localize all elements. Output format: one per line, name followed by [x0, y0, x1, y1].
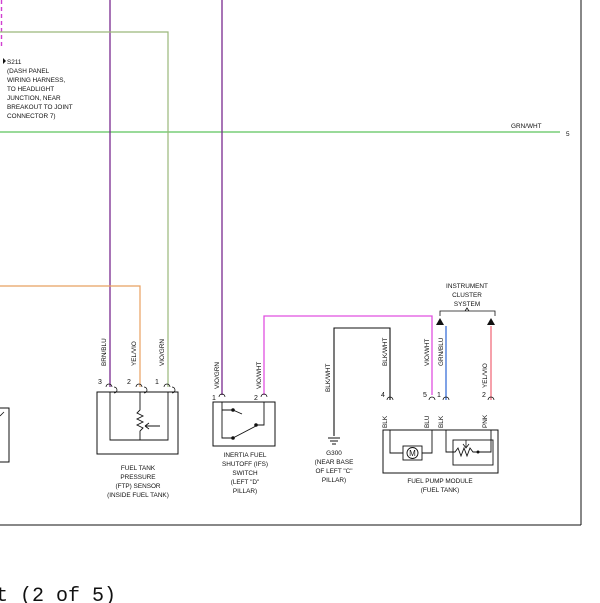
splice-desc-line-4: JUNCTION, NEAR — [7, 95, 61, 102]
ground-desc-line-3: PILLAR) — [322, 477, 346, 484]
ifs-pin-1: 1 — [212, 395, 216, 402]
pump-pin-5: 5 — [423, 392, 427, 399]
fuel-pump-module-box — [382, 429, 499, 474]
ifs-switch-box — [212, 401, 276, 447]
ftp-wire-label-3: VIO/GRN — [159, 339, 166, 366]
wire-vio-wht-ifs-pump — [263, 315, 433, 395]
ftp-sensor-box — [96, 391, 179, 455]
ifs-connector-pins — [218, 393, 268, 398]
offpage-wire-label: GRN/WHT — [511, 123, 542, 130]
pump-wire-label-2: VIO/WHT — [424, 339, 431, 366]
pump-conn-color-3: BLK — [438, 415, 445, 428]
splice-s211-marker — [3, 58, 6, 64]
pump-name-line-1: FUEL PUMP MODULE — [407, 478, 472, 485]
ftp-pin-3: 3 — [98, 379, 102, 386]
ftp-name-line-1: FUEL TANK — [121, 465, 156, 472]
ftp-pin-2: 2 — [127, 379, 131, 386]
splice-desc-line-5: BREAKOUT TO JOINT — [7, 104, 73, 111]
fuel-sender-wiper-icon — [462, 440, 470, 449]
cluster-line-1: INSTRUMENT — [446, 283, 488, 290]
wire-vio-grn-ftp — [0, 31, 169, 387]
splice-desc-line-6: CONNECTOR 7) — [7, 113, 56, 120]
cluster-line-3: SYSTEM — [454, 301, 480, 308]
left-component-pin-fragment — [0, 411, 5, 417]
pump-motor-icon — [406, 447, 419, 459]
ftp-sensor-internal-wiring — [109, 392, 169, 441]
pump-motor-box — [402, 445, 423, 461]
ftp-wire-label-2: YEL/VIO — [131, 341, 138, 366]
ftp-name-line-3: (FTP) SENSOR — [115, 483, 160, 490]
ftp-resistor-icon — [135, 392, 145, 440]
pump-conn-color-4: PNK — [482, 414, 489, 428]
cluster-bracket — [439, 307, 496, 316]
ftp-connector-pin-2 — [135, 383, 148, 394]
ground-wire-label: BLK/WHT — [325, 363, 332, 392]
fuel-sender-box — [452, 439, 494, 466]
ftp-pin-1: 1 — [155, 379, 159, 386]
splice-desc-line-3: TO HEADLIGHT — [7, 86, 54, 93]
ifs-name-line-1: INERTIA FUEL — [224, 452, 267, 459]
pump-wire-label-3: GRN/BLU — [438, 337, 445, 366]
pump-wire-label-1: BLK/WHT — [382, 337, 389, 366]
pump-motor-wiring — [389, 430, 433, 454]
ground-desc-line-2: OF LEFT "C" — [315, 468, 352, 475]
left-component-box-fragment — [0, 407, 10, 463]
ifs-switch-blade — [232, 425, 257, 439]
ifs-wire-label-2: VIO/WHT — [256, 362, 263, 389]
wire-yel-vio-ftp — [0, 285, 141, 387]
pump-pin-2: 2 — [482, 392, 486, 399]
cluster-line-2: CLUSTER — [452, 292, 482, 299]
pump-wire-label-4: YEL/VIO — [482, 363, 489, 388]
pump-motor-label: M — [409, 449, 416, 458]
ground-desc-line-1: (NEAR BASE — [315, 459, 354, 466]
ftp-name-line-2: PRESSURE — [120, 474, 155, 481]
offpage-ref: 5 — [566, 131, 570, 138]
ftp-wiper-arrow-icon — [144, 422, 160, 430]
splice-id: S211 — [7, 59, 22, 66]
pump-conn-color-2: BLU — [424, 415, 431, 428]
ifs-name-line-5: PILLAR) — [233, 488, 257, 495]
splice-desc-line-1: (DASH PANEL — [7, 68, 50, 75]
ifs-switch-internal-wiring — [221, 402, 265, 439]
ftp-connector-pin-1 — [163, 383, 176, 394]
ifs-name-line-3: SWITCH — [232, 470, 258, 477]
pump-name-line-2: (FUEL TANK) — [421, 487, 460, 494]
ground-symbol-icon — [328, 437, 340, 445]
fuel-sender-node — [476, 450, 480, 454]
ifs-switch-blade-2 — [232, 409, 243, 415]
ftp-connector-pin-3 — [105, 383, 118, 394]
ifs-pin-2: 2 — [254, 395, 258, 402]
pump-pin-1: 1 — [437, 392, 441, 399]
splice-desc-line-2: WIRING HARNESS, — [7, 77, 65, 84]
ifs-name-line-2: SHUTOFF (IFS) — [222, 461, 268, 468]
ifs-contact-3 — [254, 423, 258, 427]
cluster-arrow-right-icon — [487, 318, 495, 325]
ifs-name-line-4: (LEFT "D" — [231, 479, 260, 486]
pump-pin-4: 4 — [381, 392, 385, 399]
ftp-wire-label-1: BRN/BLU — [101, 338, 108, 366]
pump-conn-color-1: BLK — [382, 415, 389, 428]
ground-id: G300 — [326, 450, 342, 457]
ftp-name-line-4: (INSIDE FUEL TANK) — [107, 492, 169, 499]
pump-connector-pins — [386, 396, 495, 401]
cluster-arrow-left-icon — [436, 318, 444, 325]
wire-blk-wht-ground — [333, 327, 391, 436]
ifs-wire-label-1: VIO/GRN — [214, 362, 221, 389]
page-number-text: t (2 of 5) — [0, 585, 116, 603]
